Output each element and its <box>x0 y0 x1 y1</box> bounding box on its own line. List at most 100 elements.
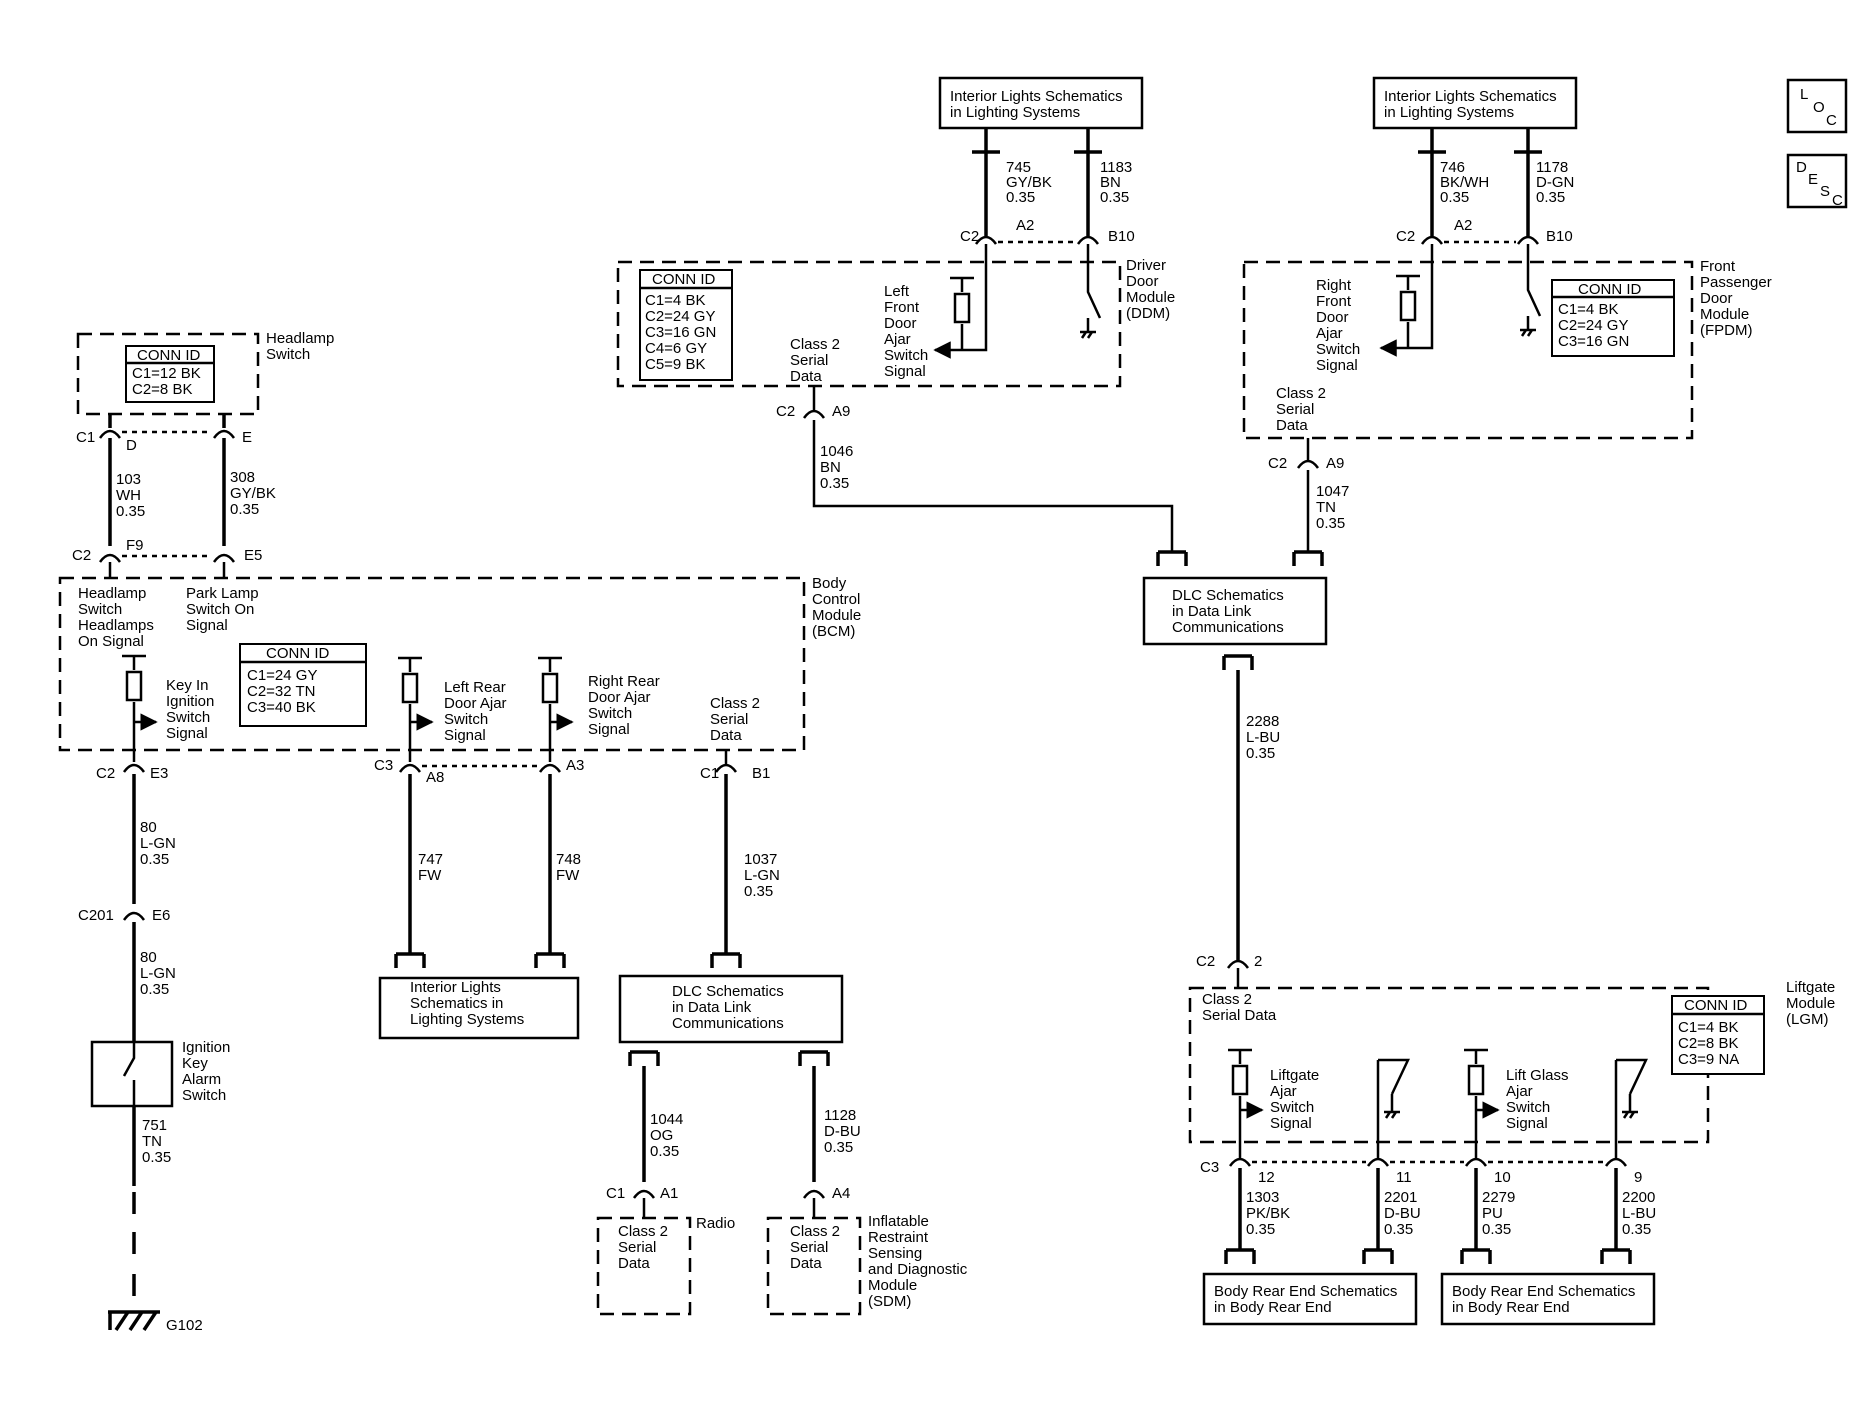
svg-text:Driver: Driver <box>1126 257 1166 274</box>
ground-g102: G102 <box>108 1310 203 1334</box>
svg-text:WH: WH <box>116 487 141 504</box>
svg-text:A9: A9 <box>1326 455 1344 472</box>
headlamp-conn-id: CONN ID C1=12 BK C2=8 BK <box>125 345 215 403</box>
bcm-right-rear-signal: Right Rear Door Ajar Switch Signal <box>588 673 660 738</box>
svg-text:CONN ID: CONN ID <box>1578 281 1642 298</box>
svg-text:C3=9 NA: C3=9 NA <box>1678 1051 1739 1068</box>
svg-text:DLC Schematics: DLC Schematics <box>1172 587 1284 604</box>
svg-text:E: E <box>1808 171 1818 188</box>
svg-text:in Data Link: in Data Link <box>672 999 752 1016</box>
svg-text:Signal: Signal <box>588 721 630 738</box>
fpdm-module: Front Passenger Door Module (FPDM) <box>1242 258 1772 440</box>
svg-text:Right Rear: Right Rear <box>588 673 660 690</box>
wire-745: 745 GY/BK 0.35 <box>1006 159 1052 206</box>
svg-text:Sensing: Sensing <box>868 1245 922 1262</box>
ref-interior-lights-bcm[interactable]: Interior Lights Schematics in Lighting S… <box>378 976 580 1040</box>
svg-text:L-BU: L-BU <box>1622 1205 1656 1222</box>
ref-body-rear-end-1[interactable]: Body Rear End Schematics in Body Rear En… <box>1202 1272 1418 1326</box>
svg-text:C201: C201 <box>78 907 114 924</box>
svg-text:0.35: 0.35 <box>140 851 169 868</box>
svg-text:2279: 2279 <box>1482 1189 1515 1206</box>
svg-text:Door: Door <box>1700 290 1733 307</box>
svg-text:Inflatable: Inflatable <box>868 1213 929 1230</box>
wire-1037: 1037 L-GN 0.35 <box>744 851 780 900</box>
svg-text:Interior Lights Schematics: Interior Lights Schematics <box>1384 88 1557 105</box>
ref-interior-lights-fpdm[interactable]: Interior Lights Schematics in Lighting S… <box>1372 76 1578 130</box>
svg-text:Door: Door <box>884 315 917 332</box>
wire-1128: 1128 D-BU 0.35 <box>824 1107 861 1156</box>
ref-body-rear-end-2[interactable]: Body Rear End Schematics in Body Rear En… <box>1440 1272 1656 1326</box>
svg-text:CONN ID: CONN ID <box>137 347 201 364</box>
svg-text:BN: BN <box>820 459 841 476</box>
svg-text:L-BU: L-BU <box>1246 729 1280 746</box>
svg-text:C2=24 GY: C2=24 GY <box>1558 317 1628 334</box>
svg-text:745: 745 <box>1006 159 1031 176</box>
lgm-liftgate-signal: Liftgate Ajar Switch Signal <box>1270 1067 1319 1132</box>
svg-text:Class 2: Class 2 <box>618 1223 668 1240</box>
svg-text:C3=16 GN: C3=16 GN <box>1558 333 1629 350</box>
svg-text:0.35: 0.35 <box>230 501 259 518</box>
bcm-module: Body Control Module (BCM) <box>58 575 861 752</box>
svg-text:0.35: 0.35 <box>820 475 849 492</box>
svg-text:in Lighting Systems: in Lighting Systems <box>1384 104 1514 121</box>
svg-text:Passenger: Passenger <box>1700 274 1772 291</box>
svg-text:C3: C3 <box>374 757 393 774</box>
wire-747: 747 FW <box>418 851 443 884</box>
svg-text:0.35: 0.35 <box>1246 745 1275 762</box>
ref-dlc-bottom[interactable]: DLC Schematics in Data Link Communicatio… <box>618 974 844 1044</box>
svg-text:C2: C2 <box>1396 228 1415 245</box>
svg-text:1046: 1046 <box>820 443 853 460</box>
svg-text:A3: A3 <box>566 757 584 774</box>
svg-text:0.35: 0.35 <box>116 503 145 520</box>
svg-text:and Diagnostic: and Diagnostic <box>868 1261 968 1278</box>
wire-1047: 1047 TN 0.35 <box>1316 483 1349 532</box>
svg-text:746: 746 <box>1440 159 1465 176</box>
lgm-liftglass-signal: Lift Glass Ajar Switch Signal <box>1506 1067 1569 1132</box>
bcm-left-rear-signal: Left Rear Door Ajar Switch Signal <box>444 679 507 744</box>
desc-icon[interactable]: D E S C <box>1786 153 1848 209</box>
svg-text:C1=4 BK: C1=4 BK <box>1678 1019 1738 1036</box>
svg-text:TN: TN <box>1316 499 1336 516</box>
svg-text:12: 12 <box>1258 1169 1275 1186</box>
svg-text:0.35: 0.35 <box>1006 189 1035 206</box>
svg-text:Radio: Radio <box>696 1215 735 1232</box>
svg-text:Module: Module <box>1126 289 1175 306</box>
wire-748: 748 FW <box>556 851 581 884</box>
svg-text:Switch: Switch <box>182 1087 226 1104</box>
wire-308: 308 GY/BK 0.35 <box>230 469 276 518</box>
svg-text:B1: B1 <box>752 765 770 782</box>
svg-text:11: 11 <box>1396 1169 1412 1186</box>
wire-80-lower: 80 L-GN 0.35 <box>140 949 176 998</box>
svg-text:Module: Module <box>1700 306 1749 323</box>
svg-text:BK/WH: BK/WH <box>1440 174 1489 191</box>
svg-text:C2: C2 <box>1268 455 1287 472</box>
ref-interior-lights-ddm[interactable]: Interior Lights Schematics in Lighting S… <box>938 76 1144 130</box>
svg-text:Switch: Switch <box>78 601 122 618</box>
svg-text:1178: 1178 <box>1536 159 1568 176</box>
fpdm-ajar-signal: Right Front Door Ajar Switch Signal <box>1316 277 1360 374</box>
svg-text:Switch: Switch <box>1506 1099 1550 1116</box>
svg-text:Left: Left <box>884 283 910 300</box>
svg-text:Signal: Signal <box>166 725 208 742</box>
ref-dlc-top[interactable]: DLC Schematics in Data Link Communicatio… <box>1142 576 1328 646</box>
svg-text:TN: TN <box>142 1133 162 1150</box>
svg-text:748: 748 <box>556 851 581 868</box>
svg-text:C2: C2 <box>96 765 115 782</box>
svg-text:0.35: 0.35 <box>1100 189 1129 206</box>
svg-text:C: C <box>1826 112 1837 129</box>
bcm-conn-id: CONN ID C1=24 GY C2=32 TN C3=40 BK <box>239 643 367 727</box>
svg-text:Front: Front <box>884 299 920 316</box>
svg-text:80: 80 <box>140 949 157 966</box>
svg-text:Class 2: Class 2 <box>1276 385 1326 402</box>
svg-text:E5: E5 <box>244 547 262 564</box>
svg-text:2288: 2288 <box>1246 713 1279 730</box>
svg-text:747: 747 <box>418 851 443 868</box>
svg-text:On Signal: On Signal <box>78 633 144 650</box>
svg-text:0.35: 0.35 <box>650 1143 679 1160</box>
svg-text:Class 2: Class 2 <box>790 1223 840 1240</box>
svg-text:308: 308 <box>230 469 255 486</box>
loc-icon[interactable]: L O C <box>1786 78 1848 134</box>
svg-text:C1: C1 <box>76 429 95 446</box>
svg-text:Headlamp: Headlamp <box>78 585 146 602</box>
svg-text:103: 103 <box>116 471 141 488</box>
